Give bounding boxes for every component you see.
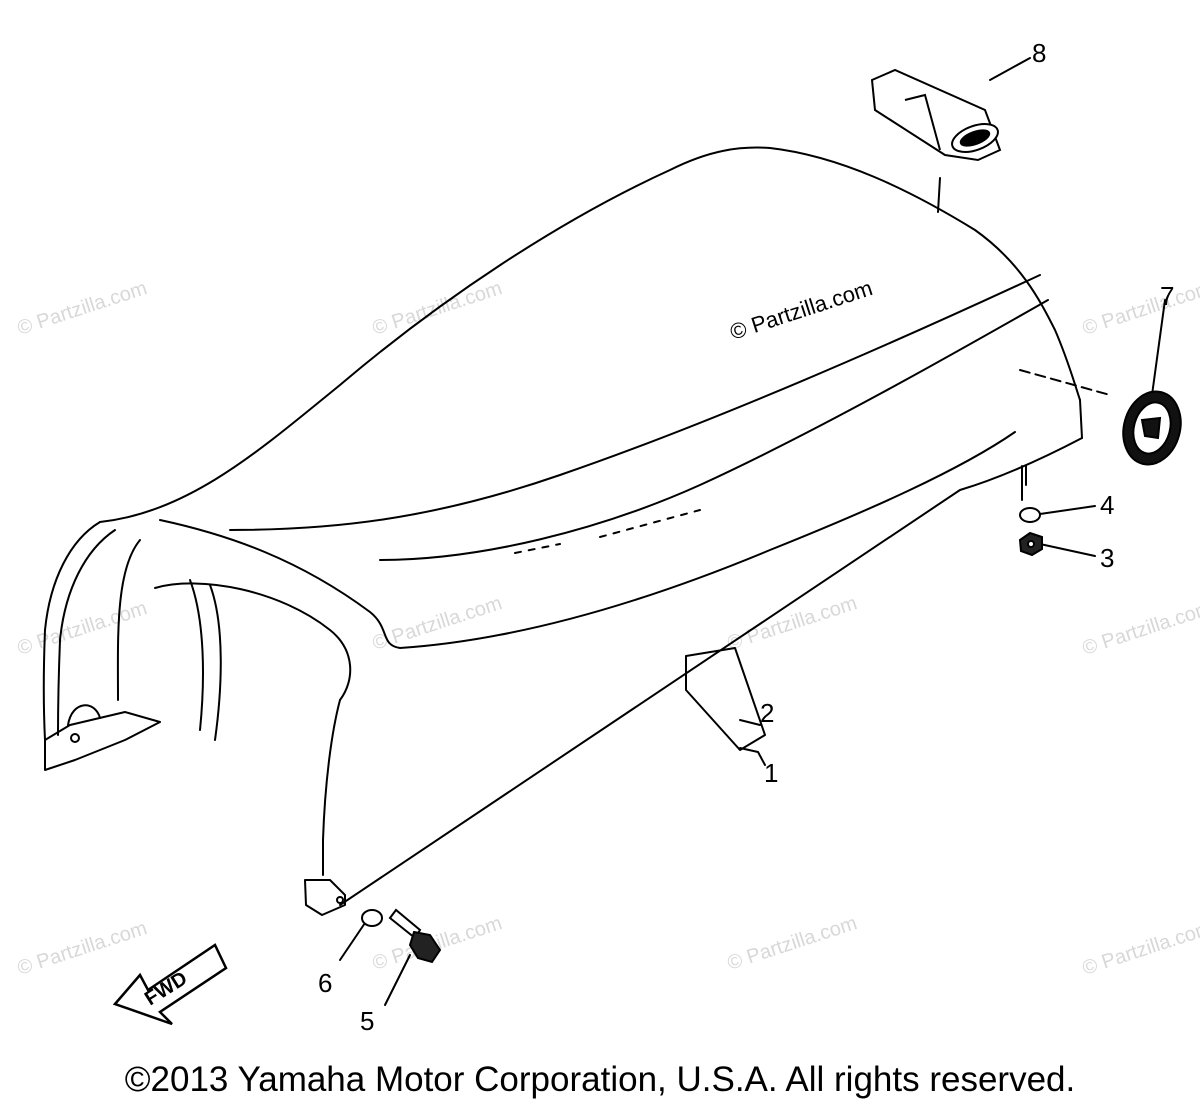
seat-front-hump-ribs xyxy=(189,579,222,741)
rear-bracket-hole xyxy=(336,896,344,904)
front-bracket-knob xyxy=(67,704,101,726)
watermark-text: © Partzilla.com xyxy=(1080,917,1200,980)
seat-strut-line xyxy=(322,699,341,876)
callout-part-6: 6 xyxy=(318,968,332,998)
seat-illustration xyxy=(42,57,1166,1006)
emblem-part-7 xyxy=(1122,390,1182,466)
seat-strap-part-8 xyxy=(870,68,1002,162)
watermark-text: © Partzilla.com xyxy=(370,912,505,975)
callout-part-3: 3 xyxy=(1100,543,1114,573)
seat-hint-dash xyxy=(514,509,701,554)
front-bracket xyxy=(44,711,161,771)
bolt-part-5 xyxy=(388,908,442,964)
copyright-notice: ©2013 Yamaha Motor Corporation, U.S.A. A… xyxy=(124,1060,1076,1099)
callout-part-2: 2 xyxy=(760,698,774,728)
watermark-text: © Partzilla.com xyxy=(15,917,150,980)
washer-part-6 xyxy=(361,909,383,927)
watermark-text: © Partzilla.com xyxy=(15,597,150,660)
leader-line-7-arrow xyxy=(1151,299,1166,396)
seat-side-contour xyxy=(379,299,1049,561)
callout-part-4: 4 xyxy=(1100,490,1114,520)
front-bracket-hole xyxy=(70,733,80,743)
leader-line-stud xyxy=(1021,465,1027,501)
leader-line-3 xyxy=(1039,543,1096,557)
leader-line-8-arrow xyxy=(989,57,1031,81)
leader-line-1 xyxy=(739,747,766,766)
seat-top-outline xyxy=(99,146,1081,523)
seat-base-line xyxy=(339,437,1083,906)
fwd-arrow-icon: FWD xyxy=(112,943,228,1026)
watermark-text: © Partzilla.com xyxy=(725,912,860,975)
watermark-layer: © Partzilla.com © Partzilla.com © Partzi… xyxy=(15,275,1200,980)
watermark-text: © Partzilla.com xyxy=(1080,597,1200,660)
seat-lower-edge xyxy=(159,431,1016,649)
seat-crown-line xyxy=(229,274,1041,531)
hardware-parts xyxy=(361,68,1182,964)
seat-front-hump-inner xyxy=(57,529,116,736)
washer-part-4 xyxy=(1019,507,1041,523)
leader-line-4 xyxy=(1039,505,1096,515)
seat-front-hump-depth xyxy=(116,539,352,701)
leader-line-2 xyxy=(739,719,761,726)
callout-part-8: 8 xyxy=(1032,38,1046,68)
callout-part-5: 5 xyxy=(360,1006,374,1036)
leader-line-8 xyxy=(937,177,941,213)
callout-part-1: 1 xyxy=(764,758,778,788)
watermark-text: © Partzilla.com xyxy=(1080,277,1200,340)
part-callouts: 8 7 4 3 2 1 6 5 xyxy=(318,38,1174,1036)
leader-line-5 xyxy=(384,954,411,1006)
seat-tag xyxy=(685,647,766,751)
leader-line-7-dash xyxy=(1019,369,1111,396)
nut-part-3 xyxy=(1018,531,1043,557)
watermark-text: © Partzilla.com xyxy=(15,277,150,340)
rear-bracket xyxy=(304,879,346,916)
leader-line-6 xyxy=(339,919,368,961)
callout-part-7: 7 xyxy=(1160,281,1174,311)
watermark-text-center: © Partzilla.com xyxy=(727,275,876,345)
seat-front-hump-outer xyxy=(42,521,101,741)
seat-rear-edge xyxy=(1079,399,1083,439)
